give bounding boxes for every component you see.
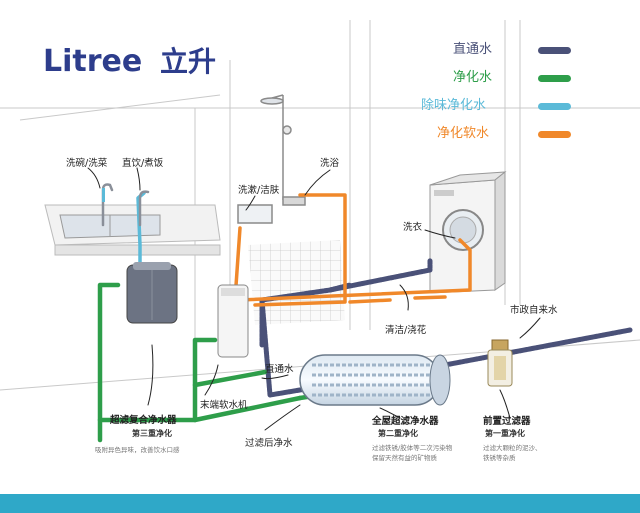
legend-swatch-direct (538, 47, 571, 54)
legend: 直通水 净化水 除味净化水 净化软水 (421, 42, 571, 141)
legend-swatch-soft (538, 131, 571, 138)
label-softener: 末端软水机 (200, 399, 248, 411)
label-clean: 清洁/浇花 (385, 324, 427, 336)
uf-second-stage: 第二重净化 (378, 428, 418, 438)
brand-logo-latin: Litree (43, 44, 142, 79)
legend-label-taste: 除味净化水 (421, 98, 486, 113)
uf-composite-purifier (126, 262, 178, 324)
pre-filter (487, 339, 513, 387)
uf-second-note-1: 过滤铁锈/胶体等二次污染物 (372, 443, 453, 452)
end-softener (217, 284, 249, 358)
label-wash-face: 洗漱/洁肤 (238, 184, 280, 196)
device-uf-third: 超滤复合净水器 第三重净化 吸附异色异味，改善饮水口感 (95, 414, 180, 454)
legend-swatch-taste (538, 103, 571, 110)
label-after-filter: 过滤后净水 (245, 437, 293, 449)
label-dishes: 洗碗/洗菜 (66, 157, 108, 169)
pre-filter-note-2: 铁锈等杂质 (483, 453, 516, 462)
legend-label-direct: 直通水 (453, 42, 492, 57)
pipes-purified-water (97, 282, 323, 443)
brand-logo-cn: 立升 (160, 45, 216, 78)
uf-second-note-2: 保留天然有益的矿物质 (372, 453, 438, 462)
kitchen-counter (44, 204, 221, 256)
callout-lines (87, 167, 541, 431)
uf-third-stage: 第三重净化 (132, 428, 172, 438)
label-drink: 直饮/煮饭 (122, 157, 164, 169)
device-uf-second: 全屋超滤净水器 第二重净化 过滤铁锈/胶体等二次污染物 保留天然有益的矿物质 (371, 415, 453, 462)
legend-label-soft: 净化软水 (437, 126, 489, 141)
pre-filter-title: 前置过滤器 (483, 415, 531, 427)
bathroom-fixtures (237, 94, 306, 224)
legend-swatch-purified (538, 75, 571, 82)
legend-label-purified: 净化水 (453, 70, 492, 85)
tap-water-stream (102, 188, 105, 202)
uf-second-title: 全屋超滤净水器 (371, 415, 439, 427)
footer-band (0, 494, 640, 513)
label-direct-water: 直通水 (265, 363, 294, 375)
brand-logo: Litree 立升 (43, 44, 216, 79)
whole-house-uf-tank (299, 354, 451, 406)
label-city-water: 市政自来水 (510, 304, 558, 316)
uf-third-note: 吸附异色异味，改善饮水口感 (95, 445, 180, 454)
label-shower: 洗浴 (320, 157, 340, 169)
label-laundry: 洗衣 (403, 221, 423, 233)
pre-filter-note-1: 过滤大颗粒的泥沙、 (483, 443, 542, 452)
device-pre-filter: 前置过滤器 第一重净化 过滤大颗粒的泥沙、 铁锈等杂质 (483, 415, 542, 462)
uf-third-title: 超滤复合净水器 (109, 414, 177, 426)
washing-machine (429, 170, 507, 294)
pre-filter-stage: 第一重净化 (485, 428, 525, 438)
